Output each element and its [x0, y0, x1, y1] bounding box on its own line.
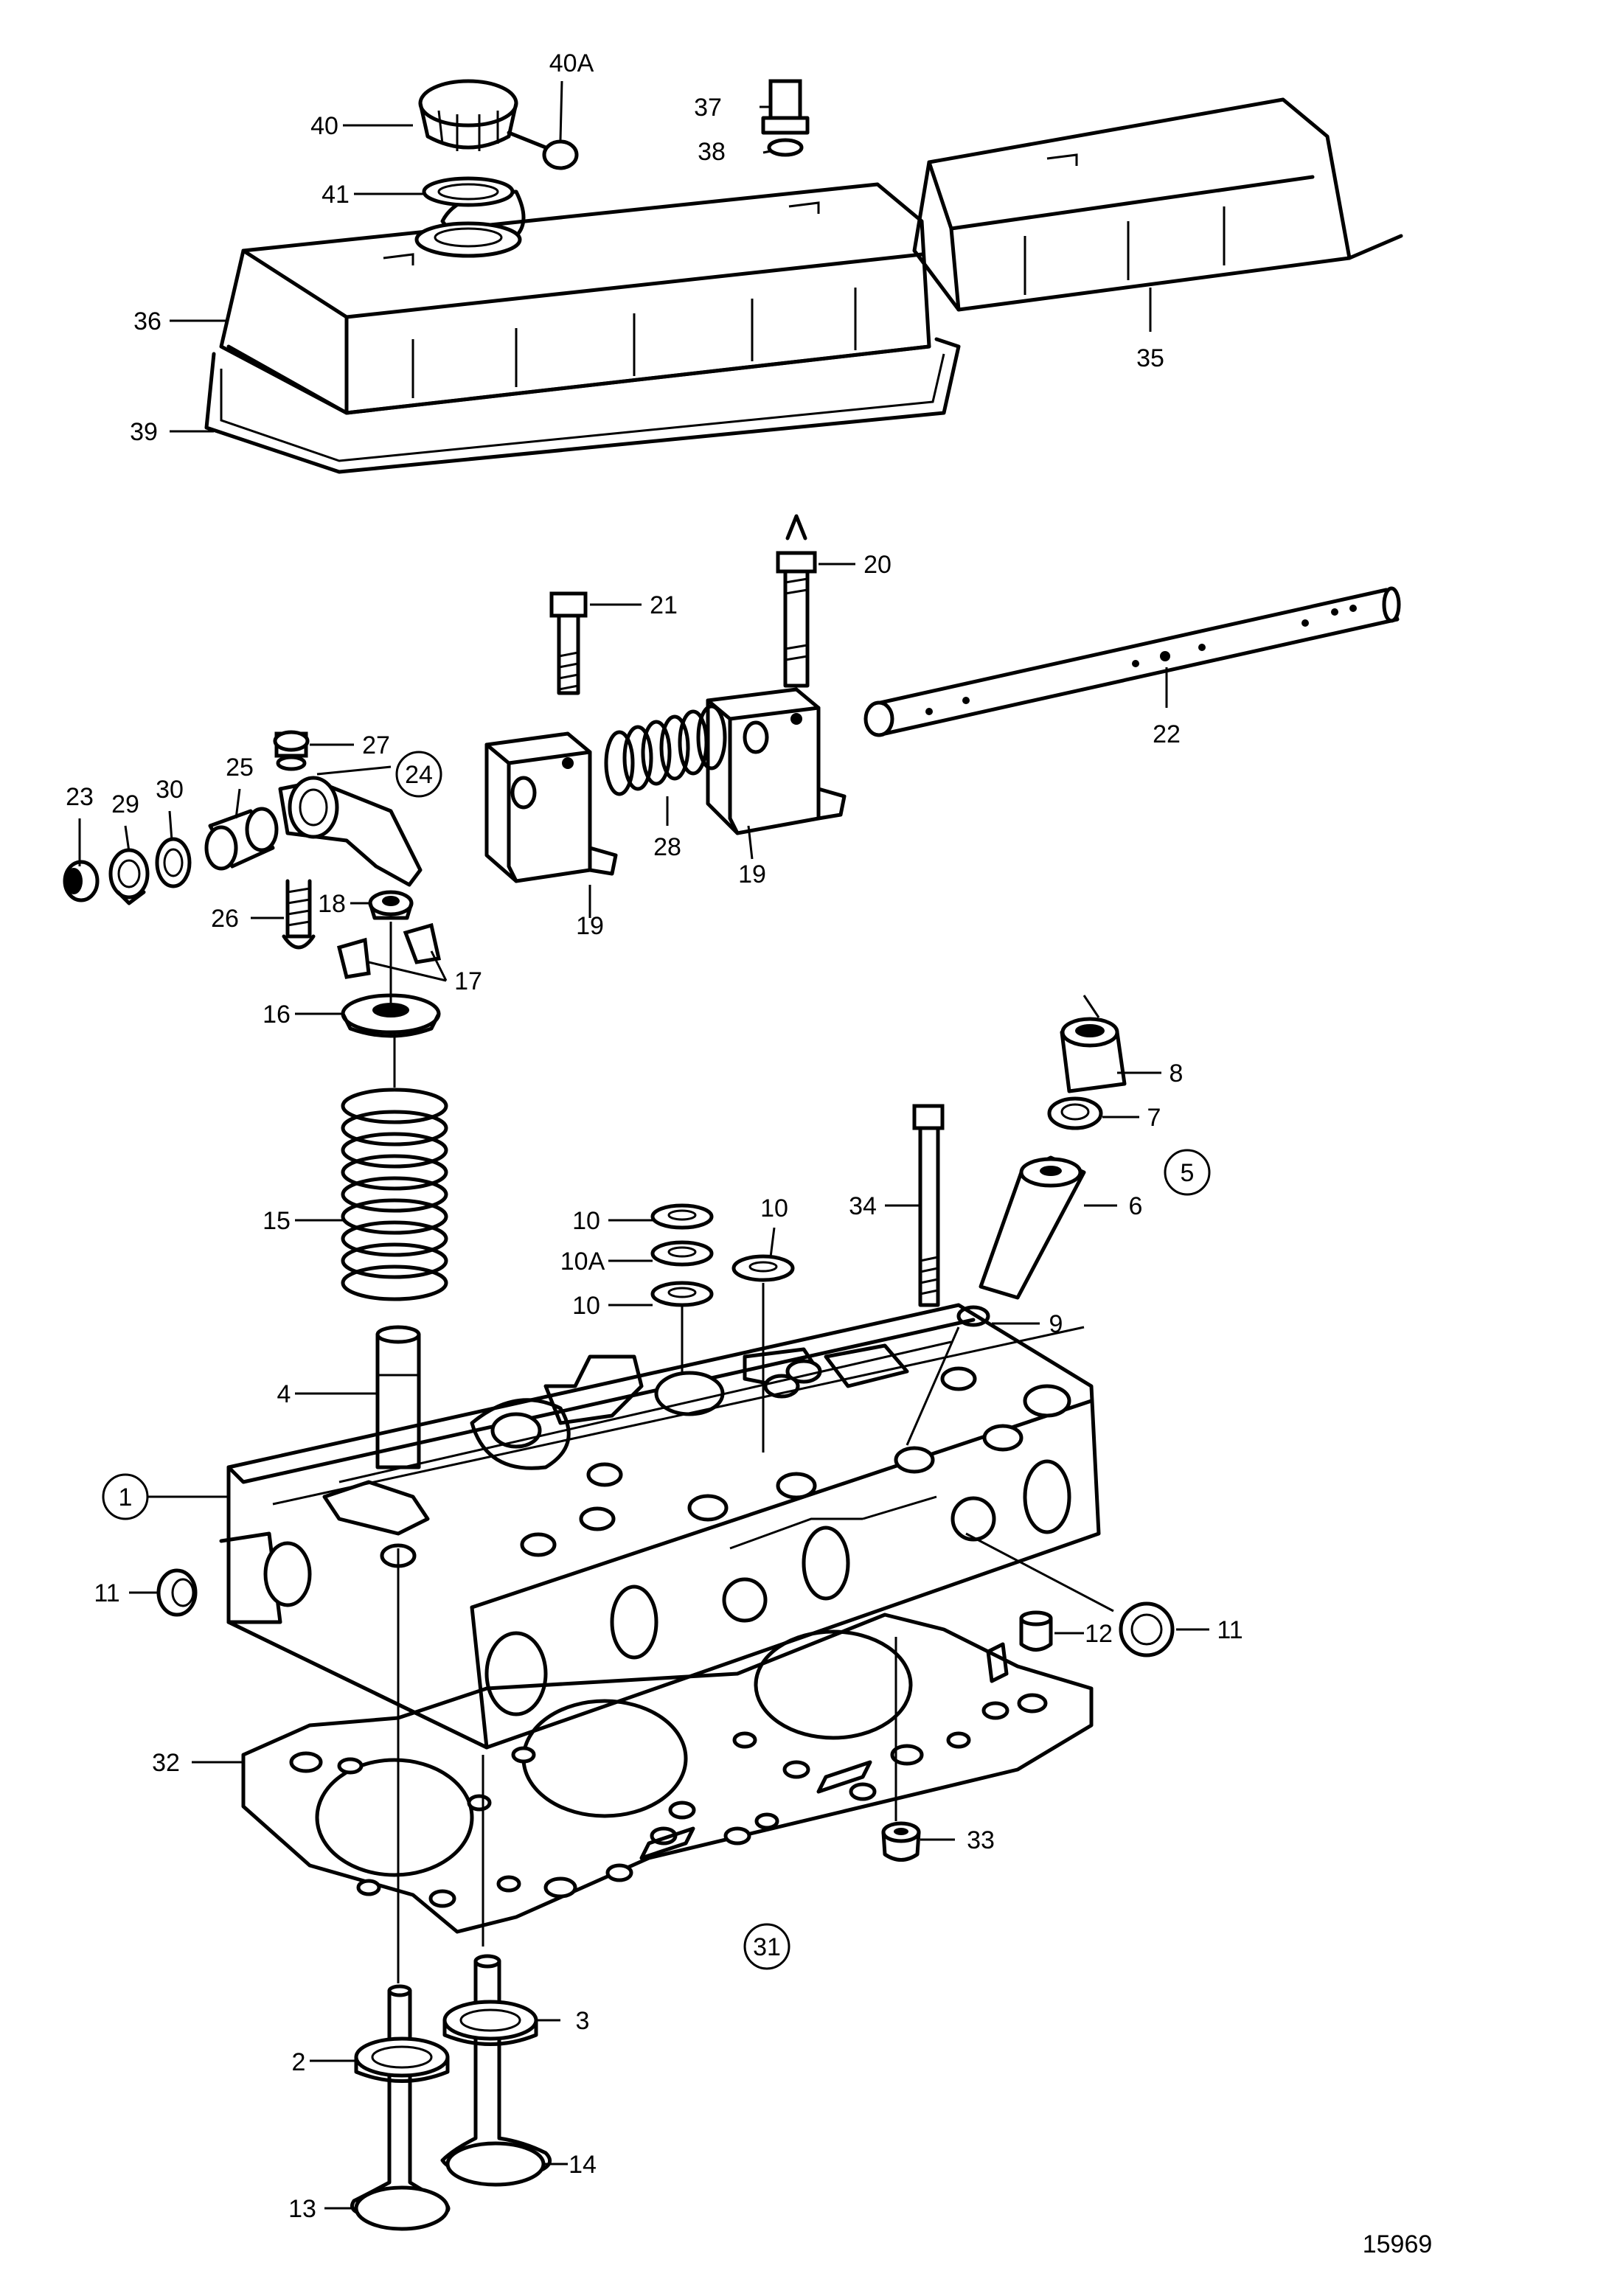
nut: [881, 1637, 921, 1862]
rocker-arm-assembly: [63, 514, 1401, 950]
label-40: 40: [310, 112, 338, 140]
valve-spring-parts: [336, 890, 448, 1469]
label-3: 3: [576, 2007, 590, 2035]
rocker-spring: [604, 704, 727, 796]
label-26: 26: [211, 905, 239, 933]
label-40A: 40A: [549, 49, 594, 77]
label-20: 20: [863, 551, 892, 579]
label-30: 30: [156, 776, 184, 804]
plugs: [156, 1532, 1175, 1657]
label-10-top: 10: [572, 1207, 600, 1235]
label-31: 31: [753, 1933, 781, 1961]
label-36: 36: [133, 307, 161, 335]
label-7: 7: [1147, 1104, 1161, 1132]
label-37: 37: [694, 94, 722, 122]
label-27: 27: [362, 731, 390, 759]
figure-number: 15969: [1363, 2230, 1433, 2258]
label-28: 28: [653, 833, 681, 861]
label-10-bottom: 10: [572, 1292, 600, 1320]
label-38: 38: [698, 138, 726, 166]
label-4: 4: [277, 1380, 291, 1408]
label-21: 21: [650, 591, 678, 619]
injector-parts: [906, 995, 1127, 1446]
label-32: 32: [152, 1749, 180, 1777]
label-8: 8: [1170, 1060, 1184, 1088]
leader-lines: [78, 80, 1209, 2210]
label-24: 24: [405, 761, 433, 789]
label-34: 34: [849, 1192, 877, 1220]
plug-and-washer: [761, 79, 810, 157]
label-5: 5: [1181, 1159, 1195, 1187]
label-11-left: 11: [94, 1579, 119, 1607]
washers: [650, 1203, 795, 1453]
label-23: 23: [66, 783, 94, 811]
callout-circles: [102, 751, 1211, 1970]
label-39: 39: [130, 418, 158, 446]
label-22: 22: [1153, 720, 1181, 748]
part-labels: 1 2 3 4 5 6 7 8 9 10 10A 10 10 11 11 12 …: [66, 49, 1432, 2258]
label-10-right: 10: [760, 1194, 788, 1222]
label-17: 17: [454, 967, 482, 995]
cylinder-head: [219, 1303, 1101, 1750]
label-18: 18: [318, 890, 346, 918]
label-2: 2: [292, 2048, 306, 2076]
label-33: 33: [967, 1826, 995, 1854]
label-41: 41: [322, 181, 350, 209]
label-10A: 10A: [560, 1248, 605, 1276]
label-13: 13: [288, 2195, 316, 2223]
label-19-right: 19: [738, 860, 766, 888]
label-12: 12: [1085, 1620, 1113, 1648]
label-16: 16: [263, 1001, 291, 1029]
label-19-left: 19: [576, 912, 604, 940]
label-11-right: 11: [1217, 1616, 1243, 1644]
oil-filler-cap: [414, 79, 579, 258]
label-25: 25: [226, 754, 254, 782]
label-6: 6: [1129, 1192, 1143, 1220]
label-9: 9: [1049, 1310, 1063, 1338]
label-14: 14: [569, 2151, 597, 2179]
label-1: 1: [119, 1483, 133, 1511]
label-29: 29: [111, 790, 139, 818]
label-35: 35: [1136, 344, 1164, 372]
valve-cover-assembly: [204, 97, 1403, 474]
label-15: 15: [263, 1207, 291, 1235]
head-gasket: [241, 1613, 1094, 1934]
